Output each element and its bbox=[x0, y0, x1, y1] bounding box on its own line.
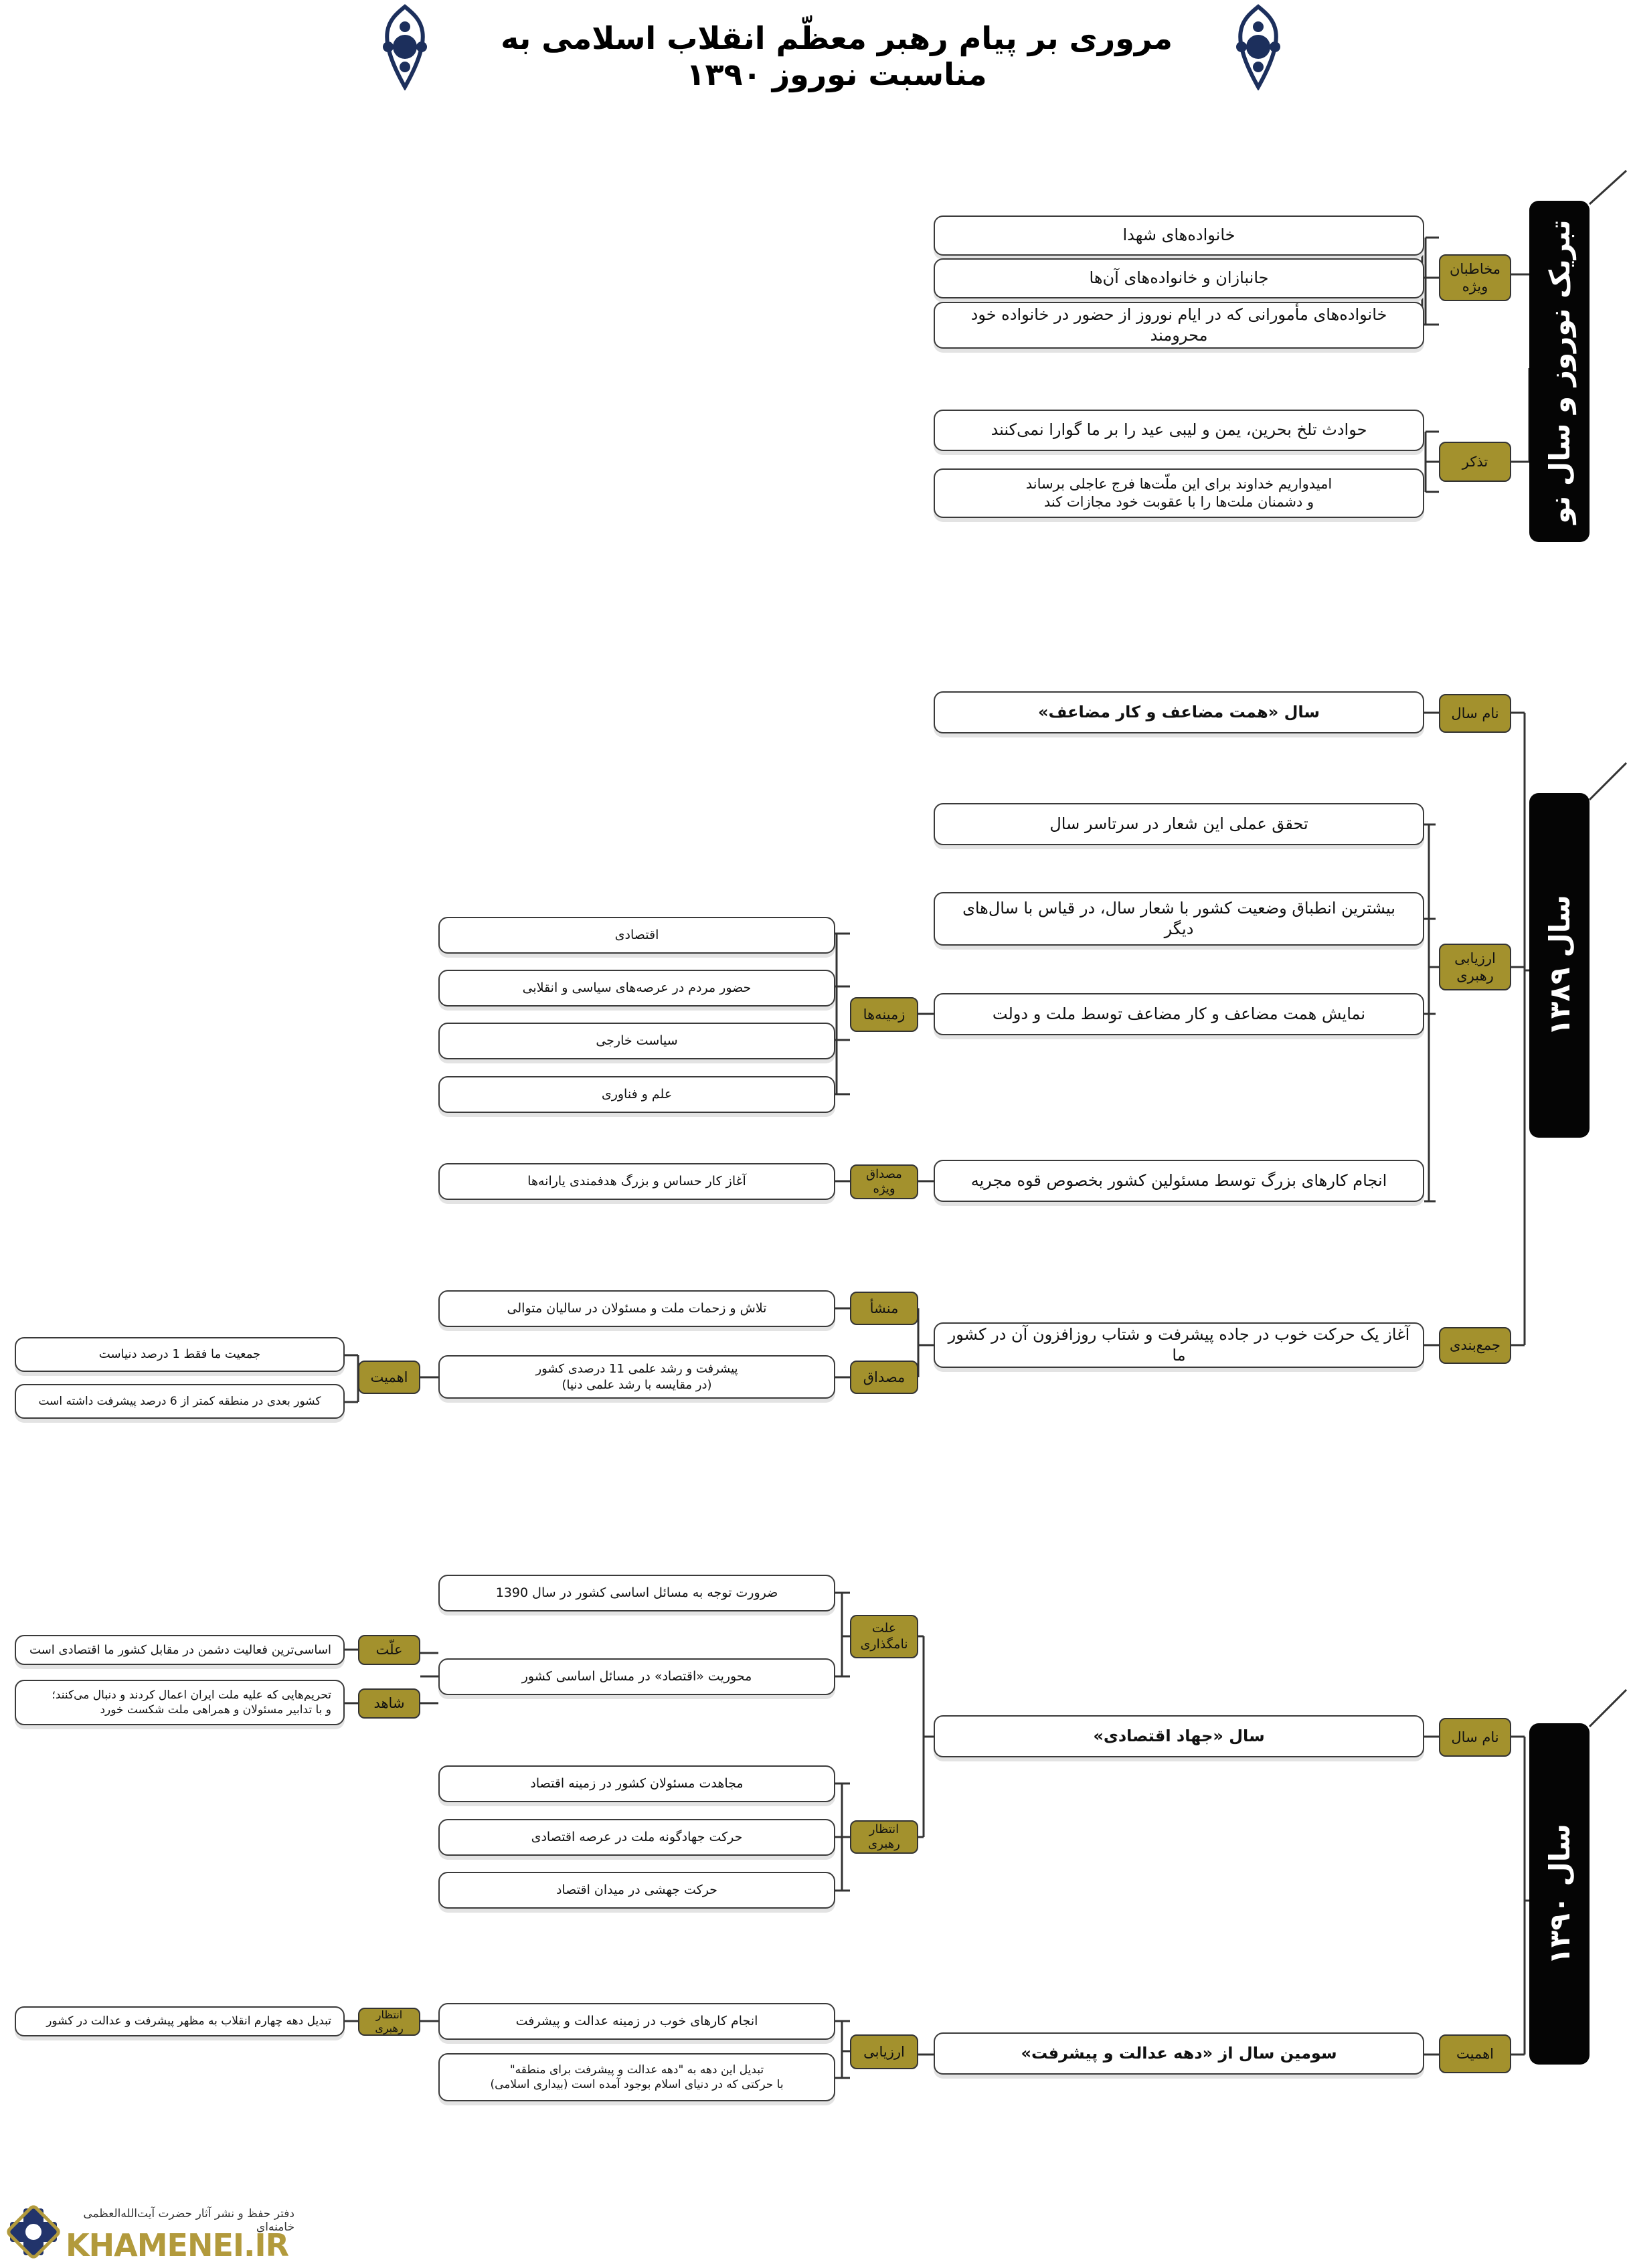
node-population-share: جمعیت ما فقط 1 درصد دنیاست bbox=[15, 1337, 345, 1372]
node-officers-families: خانواده‌های مأمورانی که در ایام نوروز از… bbox=[934, 302, 1424, 349]
tag-evaluation: ارزیابی bbox=[850, 2034, 918, 2069]
node-sanctions: تحریم‌هایی که علیه ملت ایران اعمال کردند… bbox=[15, 1680, 345, 1725]
ornament-left-icon bbox=[383, 4, 427, 90]
node-basic-issues: ضرورت توجه به مسائل اساسی کشور در سال 13… bbox=[438, 1575, 835, 1611]
tag-naming-reason: علت نامگذاری bbox=[850, 1615, 918, 1658]
node-martyr-families: خانواده‌های شهدا bbox=[934, 215, 1424, 256]
tag-summary: جمع‌بندی bbox=[1439, 1327, 1511, 1364]
ornament-right-icon bbox=[1236, 4, 1280, 90]
node-economy-centrality: محوریت «اقتصاد» در مسائل اساسی کشور bbox=[438, 1658, 835, 1695]
node-eval-conformity: بیشترین انطباق وضعیت کشور با شعار سال، د… bbox=[934, 892, 1424, 946]
node-year-name-1389: سال «همت مضاعف و کار مضاعف» bbox=[934, 691, 1424, 733]
node-enemy-activity: اساسی‌ترین فعالیت دشمن در مقابل کشور ما … bbox=[15, 1635, 345, 1665]
node-subsidy-reform: آغاز کار حساس و بزرگ هدفمندی یارانه‌ها bbox=[438, 1163, 835, 1200]
tag-year-name: نام سال bbox=[1439, 694, 1511, 733]
tag-cause: علّت bbox=[358, 1635, 420, 1665]
main-box-1389: سال ۱۳۸۹ bbox=[1529, 793, 1590, 1138]
node-summary-progress: آغاز یک حرکت خوب در جاده پیشرفت و شتاب ر… bbox=[934, 1322, 1424, 1368]
logo-text: KHAMENEI.IR bbox=[66, 2227, 289, 2263]
node-year-name-1390: سال «جهاد اقتصادی» bbox=[934, 1715, 1424, 1757]
tag-leader-expectation: انتظار رهبری bbox=[850, 1820, 918, 1854]
logo-subtitle: دفتر حفظ و نشر آثار حضرت آیت‌الله‌العظمی… bbox=[83, 2207, 294, 2234]
tag-year-name-1390: نام سال bbox=[1439, 1718, 1511, 1757]
tag-special-audience: مخاطبان ویژه bbox=[1439, 254, 1511, 301]
node-origin-efforts: تلاش و زحمات ملت و مسئولان در سالیان متو… bbox=[438, 1290, 835, 1327]
node-decade-region: تبدیل این دهه به "دهه عدالت و پیشرفت برا… bbox=[438, 2053, 835, 2101]
tag-example: مصداق bbox=[850, 1361, 918, 1394]
tag-special-instance: مصداق ویژه bbox=[850, 1164, 918, 1199]
node-officials-struggle: مجاهدت مسئولان کشور در زمینه اقتصاد bbox=[438, 1765, 835, 1802]
tag-importance: اهمیت bbox=[358, 1361, 420, 1394]
node-fourth-decade: تبدیل دهه چهارم انقلاب به مظهر پیشرفت و … bbox=[15, 2006, 345, 2036]
logo-emblem-icon bbox=[7, 2205, 60, 2259]
node-field-political: حضور مردم در عرصه‌های سیاسی و انقلابی bbox=[438, 970, 835, 1007]
tag-leader-expectation-2: انتظار رهبری bbox=[358, 2008, 420, 2036]
node-eval-big-works: انجام کارهای بزرگ توسط مسئولین کشور بخصو… bbox=[934, 1160, 1424, 1202]
node-next-country: کشور بعدی در منطقه کمتر از 6 درصد پیشرفت… bbox=[15, 1384, 345, 1419]
node-good-works-justice: انجام کارهای خوب در زمینه عدالت و پیشرفت bbox=[438, 2003, 835, 2040]
main-box-1390: سال ۱۳۹۰ bbox=[1529, 1723, 1590, 2065]
node-field-foreign-policy: سیاست خارجی bbox=[438, 1023, 835, 1059]
tag-reminder: تذکر bbox=[1439, 442, 1511, 482]
node-eval-realization: تحقق عملی این شعار در سرتاسر سال bbox=[934, 803, 1424, 845]
node-hope-prayer: امیدواریم خداوند برای این ملّت‌ها فرج عا… bbox=[934, 468, 1424, 518]
node-leap-movement: حرکت جهشی در میدان اقتصاد bbox=[438, 1872, 835, 1909]
tag-leader-evaluation: ارزیابی رهبری bbox=[1439, 944, 1511, 990]
tag-origin: منشأ bbox=[850, 1292, 918, 1325]
khamenei-logo: دفتر حفظ و نشر آثار حضرت آیت‌الله‌العظمی… bbox=[7, 2202, 294, 2263]
node-nation-jihad: حرکت جهادگونه ملت در عرصه اقتصادی bbox=[438, 1819, 835, 1856]
node-science-growth: پیشرفت و رشد علمی 11 درصدی کشور (در مقای… bbox=[438, 1355, 835, 1399]
node-field-economic: اقتصادی bbox=[438, 917, 835, 954]
node-third-year-decade: سومین سال از «دهه عدالت و پیشرفت» bbox=[934, 2032, 1424, 2075]
main-box-nowruz: تبریک نوروز و سال نو bbox=[1529, 201, 1590, 542]
tag-fields: زمینه‌ها bbox=[850, 997, 918, 1032]
node-field-science: علم و فناوری bbox=[438, 1076, 835, 1113]
tag-witness: شاهد bbox=[358, 1688, 420, 1719]
node-eval-display: نمایش همت مضاعف و کار مضاعف توسط ملت و د… bbox=[934, 993, 1424, 1035]
page-title: مروری بر پیام رهبر معظّم انقلاب اسلامی ب… bbox=[501, 20, 1173, 92]
node-veterans: جانبازان و خانواده‌های آن‌ها bbox=[934, 258, 1424, 298]
node-bahrain-yemen-libya: حوادث تلخ بحرین، یمن و لیبی عید را بر ما… bbox=[934, 410, 1424, 451]
tag-importance-1390: اهمیت bbox=[1439, 2034, 1511, 2073]
